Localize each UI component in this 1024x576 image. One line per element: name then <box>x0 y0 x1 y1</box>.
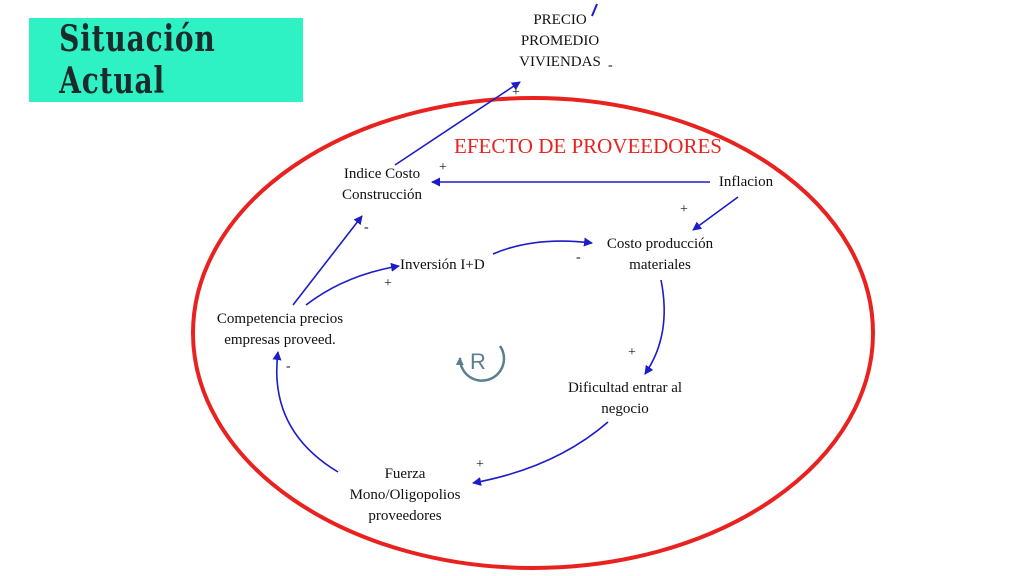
link-indice-to-precio <box>394 81 521 166</box>
node-label-line: Construcción <box>342 187 422 203</box>
polarity-sign: + <box>512 85 520 100</box>
node-label-line: Fuerza <box>384 466 426 482</box>
node-indice-costo-construccion: Indice Costo Construcción <box>330 164 434 206</box>
polarity-sign: + <box>628 345 636 360</box>
node-label-line: Mono/Oligopolios <box>349 487 461 503</box>
node-fuerza-oligopolios: Fuerza Mono/Oligopolios proveedores <box>334 464 476 527</box>
node-dificultad-entrar-negocio: Dificultad entrar al negocio <box>552 378 698 420</box>
node-label-line: PRECIO <box>533 12 587 28</box>
node-label-line: proveedores <box>368 508 442 524</box>
polarity-sign: + <box>439 160 447 175</box>
node-label-line: negocio <box>601 401 649 417</box>
link-inversion-to-costo <box>492 237 593 255</box>
slide-title: Situación Actual <box>59 18 216 102</box>
node-costo-produccion-materiales: Costo producción materiales <box>592 234 728 276</box>
polarity-sign: - <box>286 359 291 374</box>
loop-title: EFECTO DE PROVEEDORES <box>454 134 722 158</box>
node-label-line: Indice Costo <box>343 166 421 182</box>
link-precio-outgoing <box>591 3 598 17</box>
loop-marker-arrow <box>455 345 506 382</box>
link-fuerza-to-competencia <box>272 351 339 473</box>
node-label-line: materiales <box>629 257 691 273</box>
polarity-sign: + <box>680 202 688 217</box>
node-label-line: Costo producción <box>606 236 714 252</box>
slide-title-box: Situación Actual <box>29 18 303 102</box>
node-label-line: PROMEDIO <box>520 33 600 49</box>
link-dificultad-to-fuerza <box>472 421 609 486</box>
node-inversion-id: Inversión I+D <box>400 255 506 276</box>
node-label-line: empresas proveed. <box>224 332 336 348</box>
polarity-sign: + <box>476 457 484 472</box>
polarity-sign: - <box>576 250 581 265</box>
node-label-line: Dificultad entrar al <box>567 380 683 396</box>
link-competencia-to-indice <box>292 215 363 306</box>
node-label-line: Inflacion <box>718 174 774 190</box>
node-label-line: Competencia precios <box>216 311 344 327</box>
link-inflacion-to-costo <box>692 196 739 231</box>
polarity-sign: + <box>384 276 392 291</box>
node-label-line: Inversión I+D <box>400 257 485 273</box>
polarity-sign: - <box>608 58 613 73</box>
node-label-line: VIVIENDAS <box>519 54 601 70</box>
node-precio-promedio-viviendas: PRECIO PROMEDIO VIVIENDAS <box>510 10 610 73</box>
node-competencia-precios: Competencia precios empresas proveed. <box>200 309 360 351</box>
link-competencia-to-inversion <box>305 262 400 306</box>
polarity-sign: - <box>364 220 369 235</box>
node-inflacion: Inflacion <box>711 172 781 193</box>
link-costo-to-dificultad <box>644 279 665 375</box>
loop-identifier: R <box>470 349 486 374</box>
loop-boundary <box>191 96 875 570</box>
